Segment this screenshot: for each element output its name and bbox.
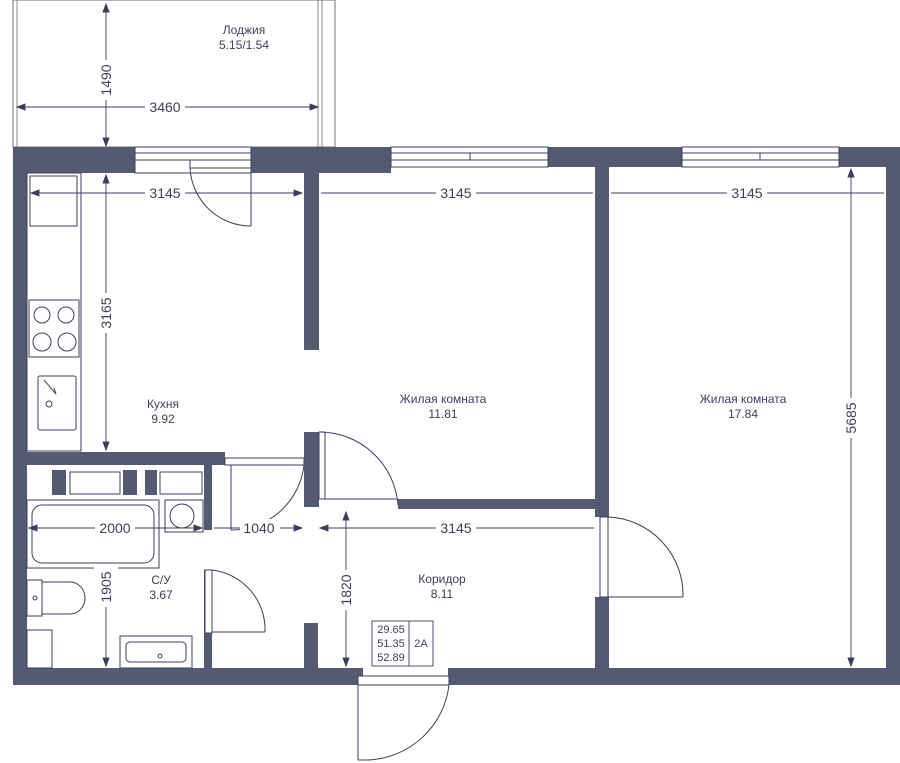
- summary-living-area: 29.65: [377, 624, 405, 636]
- summary-total-area: 51.35: [377, 638, 405, 650]
- summary-type: 2А: [414, 638, 428, 650]
- stove: [28, 299, 80, 358]
- room-area-kitchen: 9.92: [151, 412, 175, 426]
- loggia: [12, 0, 336, 148]
- wall-top-1: [13, 147, 135, 173]
- window-living2: [681, 146, 840, 168]
- fixtures: [26, 172, 204, 669]
- dim-living2-width: 3145: [731, 185, 762, 201]
- living2-door: [599, 516, 684, 598]
- wall-top-2: [251, 147, 391, 173]
- doors: [189, 159, 684, 761]
- ventilation-blocks: [69, 471, 203, 495]
- area-summary: 29.65 51.35 52.89 2А: [371, 620, 434, 667]
- dim-living2-depth: 5685: [843, 402, 859, 433]
- bathtub: [26, 499, 160, 569]
- bathroom-door: [204, 569, 266, 634]
- room-area-living2: 17.84: [728, 407, 758, 421]
- wall-bottom-1: [13, 668, 363, 685]
- room-name-living1: Жилая комната: [400, 392, 487, 406]
- dim-kitchen-depth: 3165: [98, 297, 114, 328]
- dim-bath-depth: 1905: [98, 571, 114, 602]
- dimension-labels: 1490 3460 3145 3145 3145 3165 5685 2000 …: [98, 64, 859, 605]
- dim-loggia-width: 3460: [149, 99, 180, 115]
- entrance-door: [357, 675, 450, 761]
- living1-door: [318, 431, 399, 506]
- bathroom-sink: [119, 635, 193, 669]
- summary-total-with-loggia: 52.89: [377, 652, 405, 664]
- room-area-loggia: 5.15/1.54: [219, 38, 269, 52]
- dim-bath-width: 2000: [99, 520, 130, 536]
- toilet: [26, 579, 86, 617]
- window-living1: [390, 146, 549, 168]
- room-name-loggia: Лоджия: [223, 23, 266, 37]
- room-name-corridor: Коридор: [418, 572, 466, 586]
- wall-top-4: [839, 147, 900, 167]
- walls: [13, 147, 900, 685]
- dim-living1-width: 3145: [440, 185, 471, 201]
- room-area-corridor: 8.11: [431, 587, 454, 601]
- room-name-kitchen: Кухня: [147, 397, 179, 411]
- wall-bottom-2: [448, 668, 900, 685]
- wall-left: [13, 147, 27, 685]
- balcony-door: [189, 159, 252, 227]
- dim-loggia-height: 1490: [98, 64, 114, 95]
- label-backgrounds: [94, 60, 863, 610]
- room-area-living1: 11.81: [428, 407, 457, 421]
- room-labels: Лоджия 5.15/1.54 Кухня 9.92 Жилая комнат…: [147, 23, 787, 602]
- dim-hall-width: 1040: [243, 520, 274, 536]
- dim-corridor-width: 3145: [440, 520, 471, 536]
- bath-niche: [26, 629, 53, 669]
- room-name-living2: Жилая комната: [700, 392, 787, 406]
- wall-top-3: [548, 147, 682, 167]
- dim-corridor-depth: 1820: [338, 574, 354, 605]
- dim-kitchen-width: 3145: [149, 185, 180, 201]
- kitchen-counter: [26, 172, 82, 452]
- kitchen-sink: [37, 375, 77, 431]
- wall-right: [886, 147, 900, 685]
- room-area-bathroom: 3.67: [149, 588, 173, 602]
- wall-kitchen-living: [304, 170, 319, 350]
- wall-living-living: [595, 167, 609, 517]
- room-name-bathroom: С/У: [151, 573, 171, 587]
